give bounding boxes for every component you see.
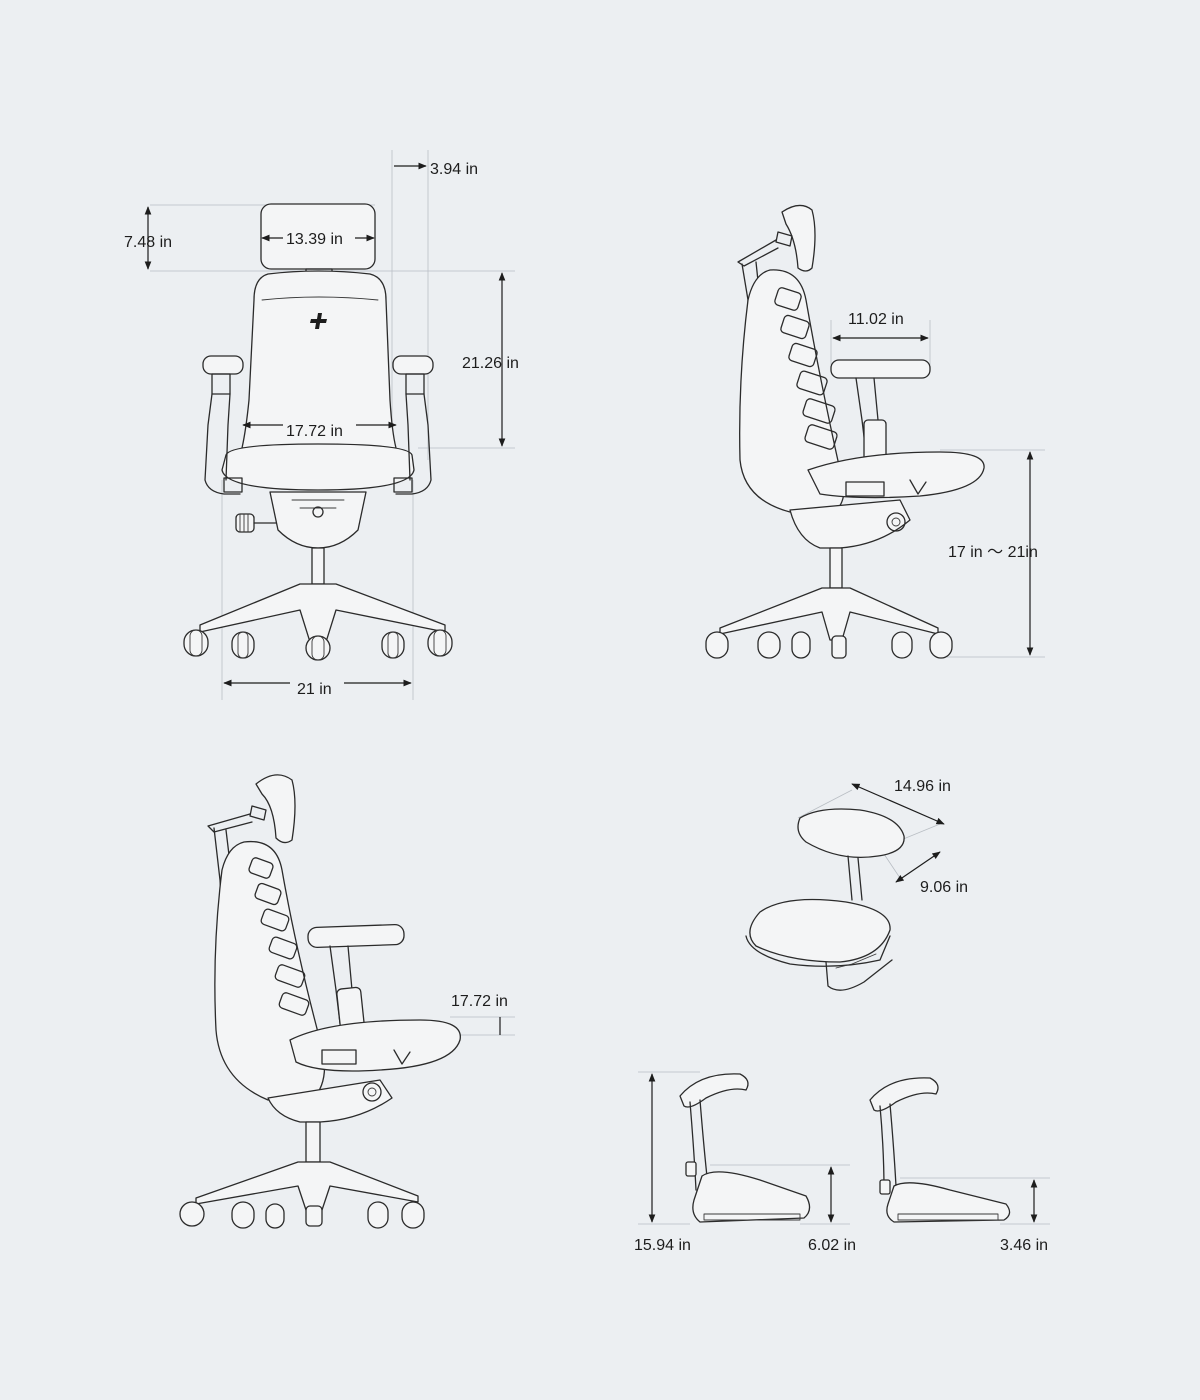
tq-seat (289, 1019, 461, 1072)
chair-front-view: 3.94 in 7.48 in 13.39 in 21.26 in 17.72 … (124, 150, 519, 700)
dim-armrest-length: 14.96 in (894, 778, 951, 795)
dim-back-height: 21.26 in (462, 355, 519, 372)
tq-star-base (195, 1161, 419, 1211)
dim-arm-total-height: 15.94 in (634, 1237, 691, 1254)
seat (221, 443, 415, 491)
armrest-pad-iso (797, 808, 905, 859)
backrest (241, 270, 397, 449)
dim-armrest-width: 9.06 in (920, 879, 968, 896)
right-armrest (392, 355, 434, 495)
tq-casters (179, 1201, 425, 1229)
chair-three-quarter-view: 17.72 in (179, 774, 515, 1229)
tq-armrest-pad (307, 923, 405, 949)
armrest-high-position (679, 1073, 811, 1223)
adjust-knob (235, 513, 277, 533)
armrest-side-detail: 15.94 in 6.02 in 3.46 in (634, 1071, 1050, 1254)
dim-arm-height-low: 3.46 in (1000, 1237, 1048, 1254)
dim-headrest-offset: 3.94 in (430, 161, 478, 178)
armrest-base-iso (749, 898, 891, 963)
dim-arm-height-high: 6.02 in (808, 1237, 856, 1254)
armrest-detail: 14.96 in 9.06 in (745, 778, 968, 991)
tq-spine (248, 857, 310, 1016)
side-casters (705, 631, 953, 659)
casters (183, 629, 453, 661)
dim-back-width: 17.72 in (286, 423, 343, 440)
chair-side-view: 11.02 in 17 in ～ 21in (705, 204, 1045, 659)
dim-seat-depth-adjust: 17.72 in (451, 993, 508, 1010)
dim-base-width: 21 in (297, 681, 332, 698)
brand-logo-icon (310, 313, 327, 329)
dim-seat-height: 17 in ～ 21in (948, 544, 1038, 561)
dim-headrest-width: 13.39 in (286, 231, 343, 248)
left-armrest (202, 355, 244, 495)
side-headrest (781, 204, 816, 272)
side-spine (774, 287, 838, 450)
side-armrest-pad (830, 359, 931, 379)
dim-headrest-height: 7.48 in (124, 234, 172, 251)
dim-armrest-depth: 11.02 in (848, 311, 904, 328)
armrest-low-position (869, 1077, 1011, 1223)
gas-cylinder (311, 547, 325, 585)
side-seat (807, 451, 985, 499)
